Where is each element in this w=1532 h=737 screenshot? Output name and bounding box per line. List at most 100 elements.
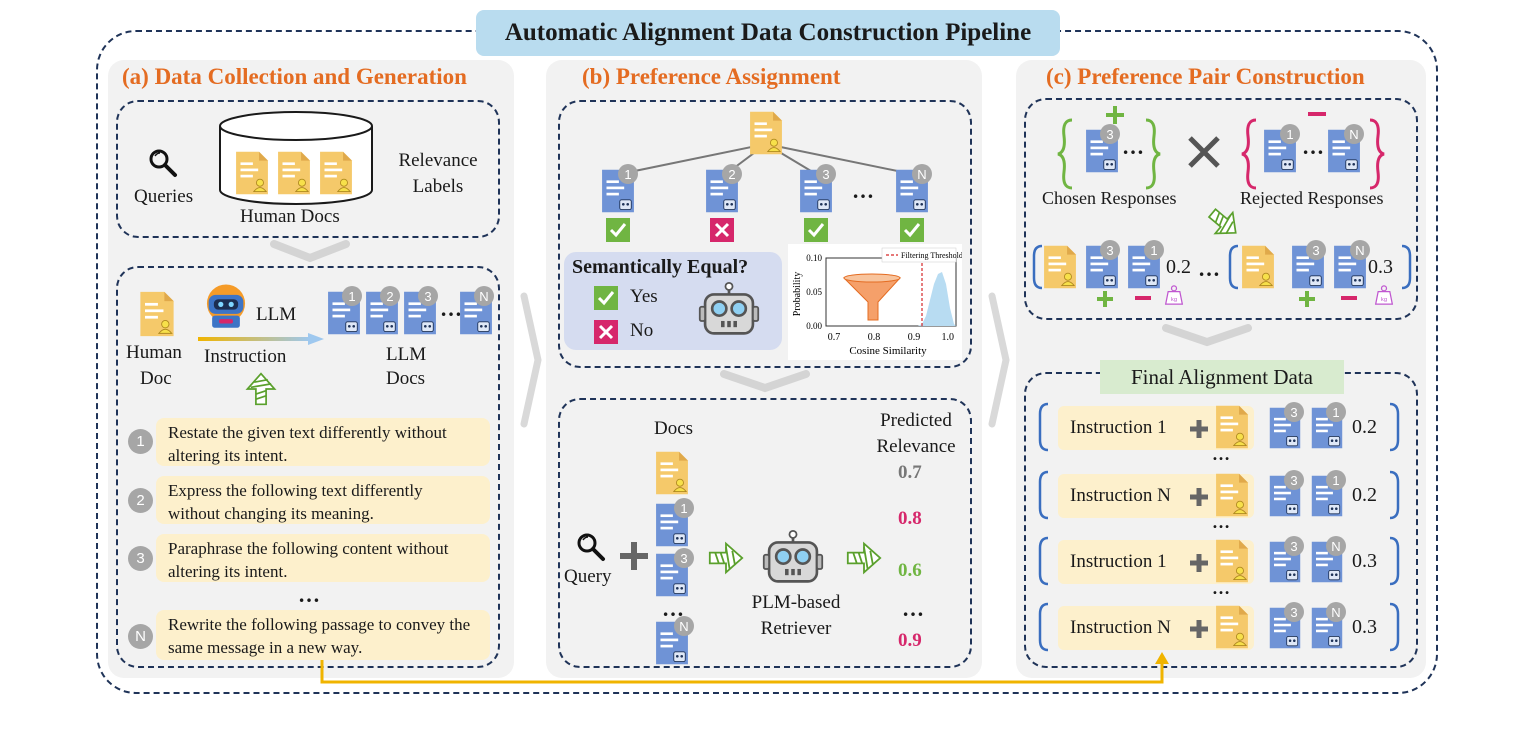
weight-icon [1165,285,1183,305]
ellipsis: … [298,582,320,607]
doc-number-badge: 1 [1280,124,1300,144]
similarity-histogram [918,272,956,326]
plus-icon [1190,420,1208,438]
ellipsis: … [1212,578,1230,598]
down-chevron-icon [1162,324,1252,347]
down-right-arrow-icon [1202,206,1246,240]
instruction-item-3: Paraphrase the following content without… [156,534,490,582]
right-arrow-icon [846,542,882,574]
tree-lines [619,143,913,175]
rejected-label: Rejected Responses [1240,188,1384,208]
x-tick: 0.7 [828,332,841,343]
instruction-item-2: Express the following text differently w… [156,476,490,524]
human-doc-icon [319,151,353,195]
score-4: 0.9 [898,630,922,651]
plus-icon [620,542,648,570]
docs-label: Docs [654,418,694,439]
plus-icon [1097,291,1113,307]
queries-label: Queries [134,186,194,207]
relevance-label: Relevance [398,150,478,171]
doc-number-badge: 3 [1100,124,1120,144]
labels-label: Labels [412,176,464,197]
search-icon [149,149,177,177]
score-2: 0.6 [898,560,922,581]
final-alignment-title: Final Alignment Data [1100,360,1344,394]
check-icon [594,286,618,310]
minus-icon [1341,296,1357,300]
similarity-chart: Filtering Threshold 0.10 0.05 0.00 0.7 0… [788,244,963,360]
final-row-score: 0.3 [1352,616,1377,638]
minus-icon [1308,112,1326,116]
pair-score: 0.2 [1166,256,1191,278]
doc-number-badge: N [1326,536,1346,556]
instruction-arrow-icon [198,333,324,345]
instruction-item-1: Restate the given text differently witho… [156,418,490,466]
doc-number-badge: 3 [1284,470,1304,490]
instruction-link-arrow [320,652,1169,684]
panel-b-title: (b) Preference Assignment [582,64,841,89]
preference-box [558,100,972,368]
ellipsis: … [1198,256,1220,281]
right-brace-green [1145,118,1161,190]
instruction-number-3: 3 [128,546,153,571]
search-icon [577,533,605,561]
down-chevron-icon [270,240,350,263]
score-1: 0.8 [898,508,922,529]
doc-number-badge: N [1326,602,1346,622]
doc-number-badge: 1 [1326,402,1346,422]
pipeline-title: Automatic Alignment Data Construction Pi… [476,10,1060,56]
doc-number-badge: 3 [418,286,438,306]
human-doc-icon [277,151,311,195]
retriever-label-2: Retriever [760,618,832,639]
human-doc-icon [1241,245,1275,289]
doc-number-badge: 1 [342,286,362,306]
ellipsis: … [852,178,874,203]
human-doc-icon [749,111,783,155]
funnel-icon [842,277,902,321]
predicted-label: Predicted [880,410,952,431]
ellipsis: … [1212,512,1230,532]
bracket-right [1389,602,1400,652]
human-doc-icon [235,151,269,195]
bracket-left [1032,244,1043,290]
x-tick: 0.9 [908,332,921,343]
semantically-equal-label: Semantically Equal? [572,256,749,278]
doc-number-badge: N [912,164,932,184]
final-row-score: 0.3 [1352,550,1377,572]
y-tick: 0.00 [806,321,822,331]
check-icon [900,218,924,242]
y-tick: 0.05 [806,287,822,297]
doc-number-badge: N [674,616,694,636]
plus-icon [1190,554,1208,572]
retriever-label-1: PLM-based [751,592,841,613]
human-doc-label-2: Doc [140,368,172,389]
bracket-right [1389,536,1400,586]
right-brace-pink [1369,118,1385,190]
down-chevron-icon [720,370,810,393]
llm-docs-label-2: Docs [386,368,426,389]
final-row-score: 0.2 [1352,416,1377,438]
human-doc-icon [655,451,689,495]
human-doc-icon [1043,245,1077,289]
llm-robot-icon [206,284,246,328]
cross-icon [710,218,734,242]
bracket-left [1038,602,1049,652]
doc-number-badge: 2 [380,286,400,306]
doc-number-badge: 3 [1306,240,1326,260]
weight-icon [1375,285,1393,305]
doc-number-badge: N [1344,124,1364,144]
bracket-left [1038,402,1049,452]
human-docs-label: Human Docs [240,206,340,227]
final-row-instruction-label: Instruction 1 [1070,551,1167,572]
bracket-right [1389,470,1400,520]
chart-xlabel: Cosine Similarity [849,345,927,357]
panel-c-title: (c) Preference Pair Construction [1046,64,1365,89]
generation-box [116,266,500,668]
chart-legend-label: Filtering Threshold [901,251,962,260]
x-tick: 0.8 [868,332,881,343]
bracket-right [1401,244,1412,290]
pair-box [1024,98,1418,320]
doc-number-badge: N [474,286,494,306]
cross-icon [594,320,618,344]
times-icon [1188,136,1220,168]
